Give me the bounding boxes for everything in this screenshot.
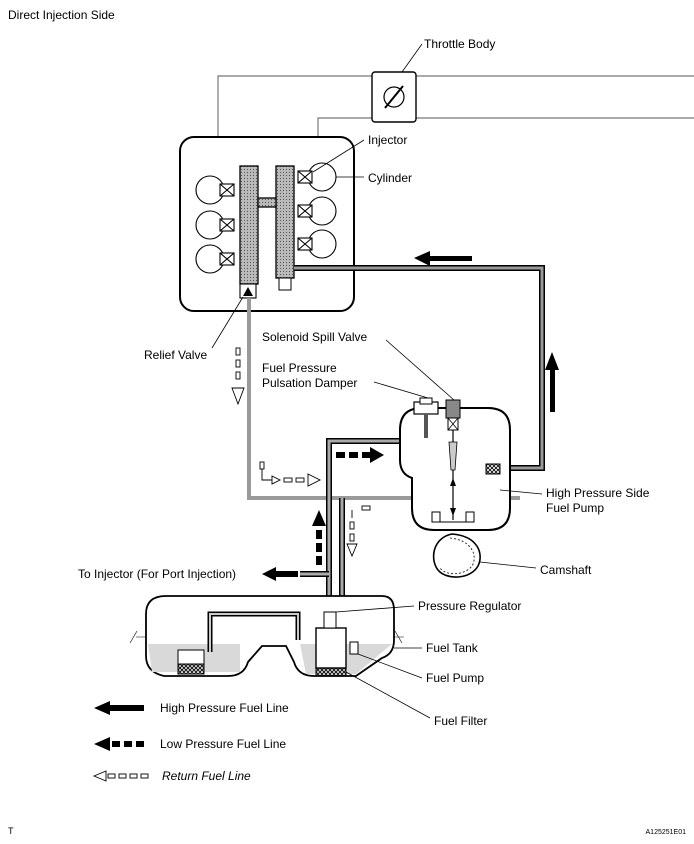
footer-figure-code: A125251E01 (645, 829, 686, 836)
solenoid-spill-valve (445, 399, 461, 431)
label-to-injector: To Injector (For Port Injection) (78, 567, 237, 581)
pump-plunger (431, 511, 475, 523)
pulsation-damper (413, 397, 439, 438)
leader-lines (211, 139, 543, 719)
throttle-body (371, 71, 417, 123)
label-fuel-filter: Fuel Filter (434, 714, 488, 728)
page-title: Direct Injection Side (8, 8, 115, 22)
label-cylinder: Cylinder (368, 171, 413, 185)
fuel-rails (239, 165, 295, 285)
high-pressure-arrow-right (545, 352, 559, 412)
low-pressure-arrow-horizontal (336, 447, 384, 463)
tank-hatching (129, 630, 404, 644)
legend-return-label: Return Fuel Line (162, 769, 251, 783)
high-pressure-arrow-upper (414, 251, 472, 266)
label-fuel-tank: Fuel Tank (426, 641, 478, 655)
label-injector: Injector (368, 133, 408, 147)
injectors-right (297, 170, 313, 251)
port-injection-arrow (262, 567, 298, 581)
legend-high-pressure-symbol (94, 701, 144, 715)
label-fuel-pressure-damper-line1: Fuel Pressure (262, 361, 337, 375)
return-arrow-relief (231, 347, 245, 406)
return-arrow-pump-horizontal (259, 461, 322, 487)
intake-lines (217, 75, 694, 140)
footer-left-mark: T (8, 826, 14, 836)
camshaft-lobe (432, 533, 481, 578)
relief-valve (239, 283, 257, 299)
injectors-left (219, 183, 235, 266)
legend-low-pressure-label: Low Pressure Fuel Line (160, 737, 287, 751)
label-fuel-pump: Fuel Pump (426, 671, 485, 685)
legend-return-symbol (92, 770, 149, 782)
label-high-pressure-pump-line2: Fuel Pump (546, 501, 605, 515)
label-pressure-regulator: Pressure Regulator (418, 599, 522, 613)
label-solenoid-spill-valve: Solenoid Spill Valve (262, 330, 368, 344)
label-relief-valve: Relief Valve (144, 348, 208, 362)
throttle-body-leader (401, 43, 423, 73)
legend-low-pressure-symbol (94, 737, 144, 751)
pump-outlet-check-valve (485, 463, 501, 475)
low-pressure-arrow-vertical (312, 510, 326, 565)
label-high-pressure-pump-line1: High Pressure Side (546, 486, 650, 500)
pressure-sensor (278, 277, 292, 291)
label-fuel-pressure-damper-line2: Pulsation Damper (262, 376, 358, 390)
fuel-pump-assembly (315, 611, 359, 677)
label-camshaft: Camshaft (540, 563, 592, 577)
cylinders-right (307, 162, 337, 259)
label-throttle-body: Throttle Body (424, 37, 496, 51)
return-arrow-tank (346, 505, 371, 558)
sub-filter (177, 649, 205, 665)
legend-high-pressure-label: High Pressure Fuel Line (160, 701, 289, 715)
